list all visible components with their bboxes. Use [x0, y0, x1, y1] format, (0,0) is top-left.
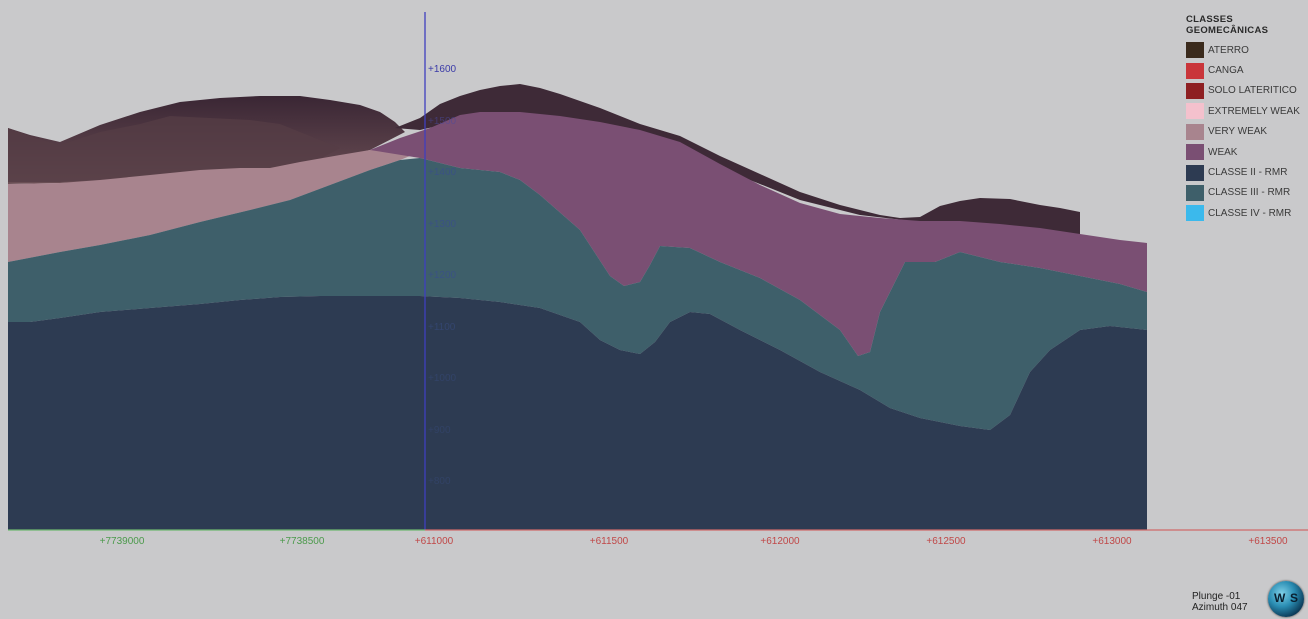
- plunge-label: Plunge -01: [1192, 591, 1241, 602]
- elevation-label: +1300: [428, 219, 457, 230]
- legend-item-label: CLASSE IV - RMR: [1208, 207, 1292, 219]
- elevation-label: +900: [428, 425, 451, 436]
- legend-item-label: CANGA: [1208, 65, 1244, 77]
- northing-labels: +7739000 +7738500: [100, 536, 325, 547]
- elevation-label: +1200: [428, 270, 457, 281]
- legend-item-classe-ii[interactable]: CLASSE II - RMR: [1186, 162, 1308, 182]
- elevation-label: +1100: [428, 322, 456, 333]
- elevation-label: +1600: [428, 64, 457, 75]
- easting-label: +611000: [415, 536, 454, 547]
- easting-label: +611500: [590, 536, 629, 547]
- legend-item-label: CLASSE III - RMR: [1208, 187, 1291, 199]
- legend-item-aterro[interactable]: ATERRO: [1186, 40, 1308, 60]
- orientation-readout: Plunge -01 Azimuth 047: [1192, 591, 1248, 613]
- legend-item-weak[interactable]: WEAK: [1186, 142, 1308, 162]
- legend-swatch: [1186, 42, 1204, 59]
- northing-label: +7739000: [100, 536, 145, 547]
- legend-item-very-weak[interactable]: VERY WEAK: [1186, 122, 1308, 142]
- legend-item-classe-iii[interactable]: CLASSE III - RMR: [1186, 183, 1308, 203]
- legend-swatch: [1186, 184, 1204, 201]
- easting-label: +612000: [760, 536, 800, 547]
- easting-label: +612500: [926, 536, 966, 547]
- layer-weak: [370, 112, 1147, 356]
- globe-logo-icon[interactable]: W S: [1268, 581, 1304, 617]
- elevation-label: +1000: [428, 373, 457, 384]
- elevation-labels: +1600 +1500 +1400 +1300 +1200 +1100 +100…: [428, 64, 457, 487]
- legend-swatch: [1186, 82, 1204, 99]
- legend-item-extremely-weak[interactable]: EXTREMELY WEAK: [1186, 101, 1308, 121]
- elevation-label: +1400: [428, 167, 457, 178]
- legend-item-label: VERY WEAK: [1208, 126, 1268, 138]
- easting-labels: +611000 +611500 +612000 +612500 +613000 …: [415, 536, 1288, 547]
- logo-letter: S: [1290, 591, 1299, 605]
- legend-panel: CLASSES GEOMECÂNICAS ATERRO CANGA SOLO L…: [1186, 14, 1308, 224]
- legend-item-classe-iv[interactable]: CLASSE IV - RMR: [1186, 203, 1308, 223]
- legend-swatch: [1186, 205, 1204, 222]
- elevation-label: +1500: [428, 116, 457, 127]
- logo-letter: W: [1274, 591, 1286, 605]
- layer-classe-iii: [8, 158, 1147, 430]
- layer-classe-ii: [8, 296, 1147, 530]
- legend-item-solo-lateritico[interactable]: SOLO LATERITICO: [1186, 81, 1308, 101]
- easting-label: +613000: [1092, 536, 1132, 547]
- legend-swatch: [1186, 103, 1204, 120]
- legend-item-label: EXTREMELY WEAK: [1208, 105, 1300, 117]
- northing-label: +7738500: [280, 536, 325, 547]
- azimuth-label: Azimuth 047: [1192, 602, 1248, 613]
- legend-title: CLASSES GEOMECÂNICAS: [1186, 14, 1269, 36]
- legend-swatch: [1186, 123, 1204, 140]
- elevation-label: +800: [428, 476, 451, 487]
- terrain-relief-left-dark: [8, 116, 340, 182]
- legend-item-label: CLASSE II - RMR: [1208, 167, 1288, 179]
- layer-very-weak: [8, 148, 420, 262]
- legend-item-label: ATERRO: [1208, 44, 1249, 56]
- legend-swatch: [1186, 164, 1204, 181]
- legend-swatch: [1186, 62, 1204, 79]
- legend-swatch: [1186, 144, 1204, 161]
- legend-item-canga[interactable]: CANGA: [1186, 60, 1308, 80]
- legend-item-label: SOLO LATERITICO: [1208, 85, 1297, 97]
- legend-item-label: WEAK: [1208, 146, 1238, 158]
- easting-label: +613500: [1248, 536, 1288, 547]
